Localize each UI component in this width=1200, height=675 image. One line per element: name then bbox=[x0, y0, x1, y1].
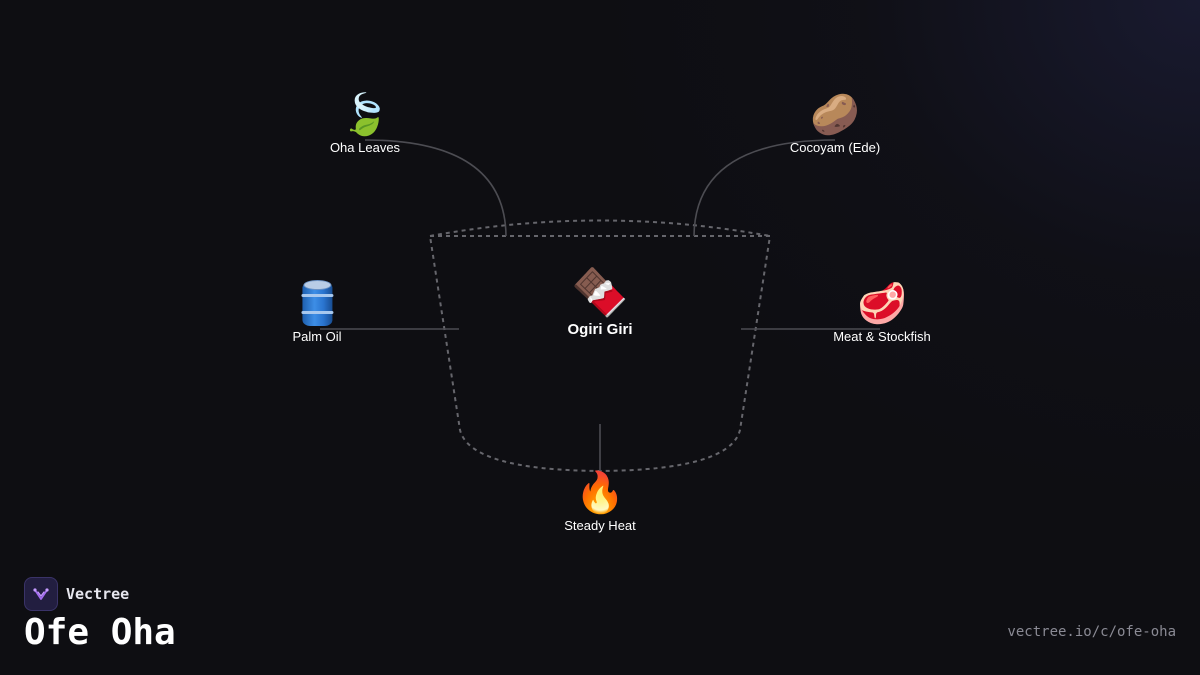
node-meat-stockfish[interactable]: 🥩 Meat & Stockfish bbox=[833, 281, 931, 345]
brand-name: Vectree bbox=[66, 585, 130, 603]
connector-oha-leaves bbox=[364, 139, 507, 237]
node-ogiri-giri[interactable]: 🍫 Ogiri Giri bbox=[567, 266, 632, 338]
fire-icon: 🔥 bbox=[575, 471, 625, 515]
node-steady-heat[interactable]: 🔥 Steady Heat bbox=[564, 470, 636, 534]
vectree-logo-icon bbox=[24, 577, 58, 611]
chocolate-bar-icon: 🍫 bbox=[571, 266, 629, 318]
meat-icon: 🥩 bbox=[857, 282, 907, 326]
node-label: Oha Leaves bbox=[329, 140, 401, 155]
node-label: Meat & Stockfish bbox=[833, 329, 931, 344]
pot-rim bbox=[429, 219, 771, 237]
page-url[interactable]: vectree.io/c/ofe-oha bbox=[1007, 624, 1176, 640]
node-label: Steady Heat bbox=[564, 518, 636, 533]
page-title: Ofe Oha bbox=[24, 612, 176, 653]
connector-cocoyam bbox=[693, 139, 836, 237]
node-cocoyam[interactable]: 🥔 Cocoyam (Ede) bbox=[790, 92, 880, 156]
node-palm-oil[interactable]: Palm Oil bbox=[292, 280, 342, 345]
potato-icon: 🥔 bbox=[810, 93, 860, 137]
leaf-icon: 🍃 bbox=[340, 93, 390, 137]
node-label: Palm Oil bbox=[292, 329, 342, 344]
oil-barrel-icon bbox=[292, 280, 341, 327]
brand[interactable]: Vectree bbox=[24, 577, 129, 611]
center-label: Ogiri Giri bbox=[567, 321, 633, 338]
node-label: Cocoyam (Ede) bbox=[789, 140, 881, 155]
node-oha-leaves[interactable]: 🍃 Oha Leaves bbox=[330, 92, 400, 156]
